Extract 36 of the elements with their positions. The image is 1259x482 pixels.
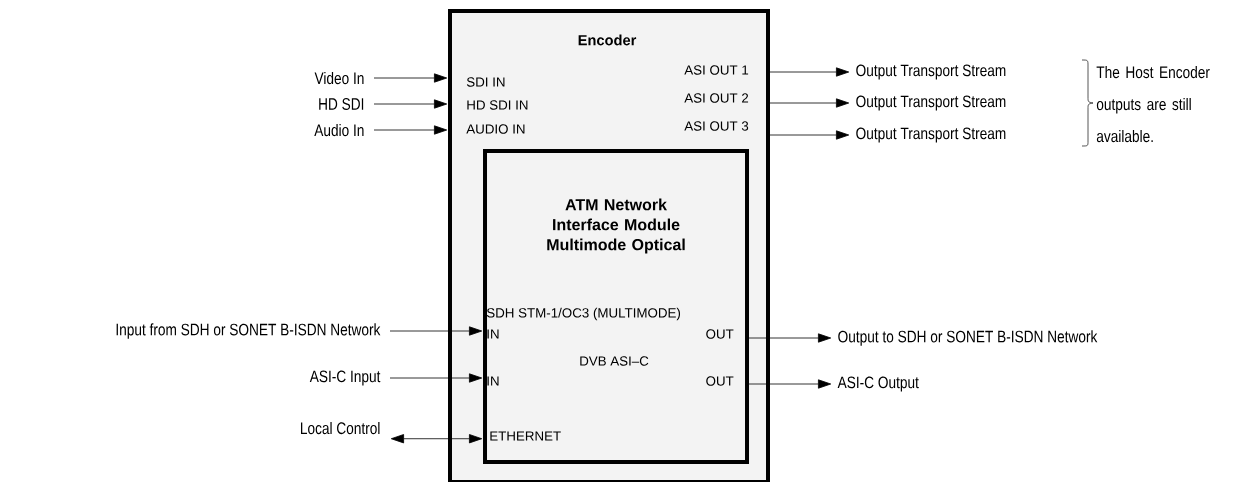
signal-label: ASI-C Input bbox=[309, 370, 381, 386]
signal-label: Video In bbox=[314, 71, 364, 85]
signal-label: Output Transport Stream bbox=[856, 64, 1006, 80]
arrow bbox=[748, 333, 832, 343]
port-label: AUDIO IN bbox=[466, 124, 525, 134]
port-label: ASI OUT 2 bbox=[684, 93, 749, 103]
port-label: ASI OUT 3 bbox=[684, 121, 749, 131]
arrow bbox=[373, 125, 448, 135]
port-label: ASI OUT 1 bbox=[684, 65, 749, 75]
port-label: OUT bbox=[706, 376, 734, 386]
port-label: IN bbox=[487, 329, 499, 339]
arrow bbox=[769, 67, 850, 77]
port-label: SDH STM-1/OC3 (MULTIMODE) bbox=[486, 307, 680, 321]
signal-label: Audio In bbox=[314, 123, 364, 137]
port-label: SDI IN bbox=[466, 77, 505, 87]
port-label: DVB ASI–C bbox=[580, 356, 649, 366]
port-label: IN bbox=[487, 376, 499, 386]
signal-label: HD SDI bbox=[319, 98, 364, 110]
arrow bbox=[769, 98, 850, 108]
signal-label: Output Transport Stream bbox=[856, 95, 1006, 111]
note-text: The Host Encoder outputs are still available. bbox=[1096, 65, 1210, 143]
signal-label: ASI-C Output bbox=[837, 376, 919, 392]
arrow bbox=[769, 130, 850, 140]
signal-label: Input from SDH or SONET B-ISDN Network bbox=[116, 323, 381, 339]
arrow bbox=[390, 434, 483, 444]
arrow bbox=[748, 379, 832, 389]
arrow bbox=[373, 99, 448, 109]
arrow bbox=[373, 73, 448, 83]
port-label: ETHERNET bbox=[490, 431, 561, 441]
arrow bbox=[389, 326, 483, 336]
signal-label: Local Control bbox=[301, 421, 380, 435]
arrow bbox=[389, 373, 483, 383]
port-label: HD SDI IN bbox=[467, 100, 528, 110]
signal-label: Output Transport Stream bbox=[856, 127, 1006, 143]
signal-label: Output to SDH or SONET B-ISDN Network bbox=[838, 330, 1098, 346]
port-label: OUT bbox=[706, 329, 734, 339]
